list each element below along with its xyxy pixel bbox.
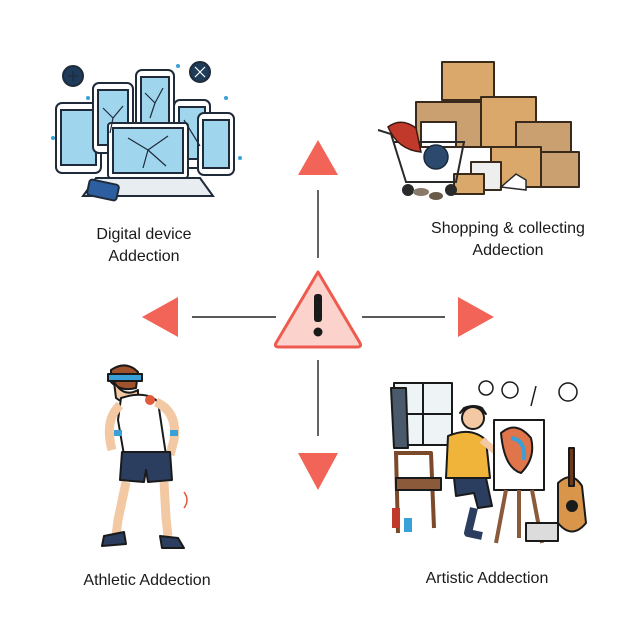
digital-device-label-line2: Addection [108,248,180,265]
arrow-up-icon [298,140,338,175]
digital-device-label: Digital device Addection [68,224,220,268]
broken-devices-illustration [51,61,242,202]
shopping-label-line2: Addection [472,242,544,259]
arrow-left-icon [142,297,178,337]
boxes-and-cart-illustration [377,61,580,200]
artistic-label: Artistic Addection [425,570,549,587]
digital-device-label-line1: Digital device [96,226,192,243]
injured-athlete-illustration [101,364,188,549]
warning-triangle-icon [273,270,363,349]
arrow-down-icon [298,453,338,490]
painter-at-easel-illustration [390,380,587,544]
shopping-label-line1: Shopping & collecting [431,220,585,237]
athletic-label: Athletic Addection [83,572,211,589]
arrow-right-icon [458,297,494,337]
shopping-collecting-label: Shopping & collecting Addection [408,218,608,262]
